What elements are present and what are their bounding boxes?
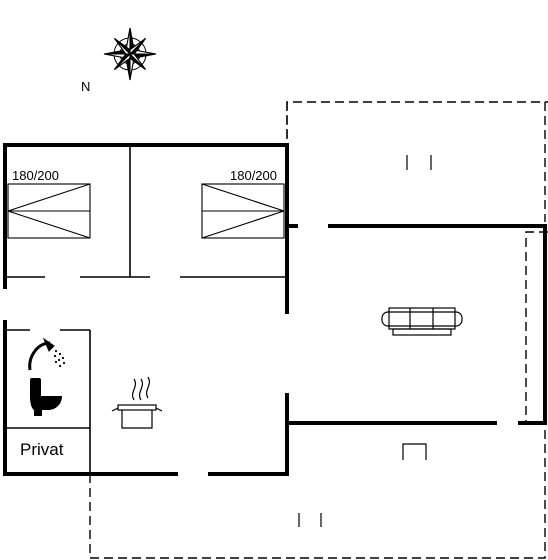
terrace-outlines (89, 101, 548, 559)
garden-chairs-icon (406, 155, 432, 170)
shower-icon (28, 337, 66, 371)
cooking-pot-icon (111, 376, 163, 429)
compass-rose-icon (103, 27, 157, 81)
interior-walls (5, 145, 287, 474)
double-bed-icon (7, 183, 91, 239)
outer-walls (3, 143, 547, 476)
terrace-top-outline (286, 101, 548, 222)
compass-north-label: N (81, 79, 90, 94)
toilet-icon (30, 378, 62, 416)
bed-size-label-right: 180/200 (230, 168, 277, 183)
bed-size-label-left: 180/200 (12, 168, 59, 183)
sofa-icon (381, 307, 463, 336)
chair-icon (402, 443, 427, 460)
bathroom-label: Privat (20, 440, 64, 459)
terrace-bottom-outline (89, 423, 546, 559)
garden-chairs-icon (298, 513, 322, 527)
double-bed-icon (201, 183, 285, 239)
